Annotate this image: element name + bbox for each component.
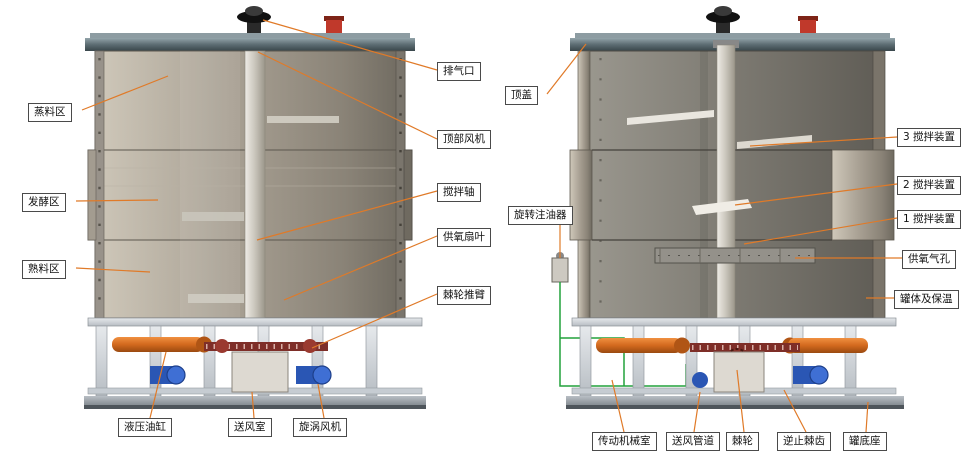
top-lip — [90, 33, 410, 39]
label-transmission-room: 传动机械室 — [592, 432, 657, 451]
mid-band-left — [569, 149, 593, 241]
leader-hydraulic-cylinder — [149, 351, 167, 419]
leader-steam-zone — [81, 75, 169, 111]
leader-agitator-2 — [734, 183, 898, 206]
label-top-fan: 顶部风机 — [437, 130, 491, 149]
leader-air-supply-chamber — [251, 391, 255, 419]
label-agitator-shaft: 搅拌轴 — [437, 183, 481, 202]
label-top-cover: 顶盖 — [505, 86, 538, 105]
label-ratchet-push-arm: 棘轮推臂 — [437, 286, 491, 305]
top-lip-right — [575, 33, 890, 39]
ratchet-drive-shaft — [204, 339, 328, 353]
label-exhaust-port: 排气口 — [437, 62, 481, 81]
leader-non-return-pawl — [783, 389, 807, 433]
leader-top-cover — [546, 43, 587, 95]
vortex-fan-right — [296, 365, 332, 385]
label-vortex-fan: 旋涡风机 — [293, 418, 347, 437]
mid-band-right — [831, 149, 895, 241]
air-chamber-part — [231, 351, 289, 393]
label-fermentation-zone: 发酵区 — [22, 193, 66, 212]
top-rim — [85, 38, 415, 51]
label-tank-base: 罐底座 — [843, 432, 887, 451]
left-tank — [84, 6, 426, 409]
hydraulic-cylinder-right-a — [596, 337, 690, 354]
label-air-supply-chamber: 送风室 — [228, 418, 272, 437]
right-tank — [551, 6, 904, 409]
internal-blades — [182, 116, 339, 303]
agitator-shaft-right — [713, 40, 739, 319]
leader-transmission-room — [611, 379, 625, 433]
label-cooked-zone: 熟料区 — [22, 260, 66, 279]
vortex-fan-left — [150, 365, 186, 385]
leader-fermentation-zone — [75, 199, 159, 202]
leader-agitator-1 — [743, 217, 898, 245]
leader-top-fan — [257, 51, 438, 140]
label-tank-insulation: 罐体及保温 — [894, 290, 959, 309]
blue-pump-left — [692, 372, 708, 388]
leader-ratchet-push-arm — [311, 293, 438, 349]
leader-exhaust-port — [262, 19, 438, 71]
label-non-return-pawl: 逆止棘齿 — [777, 432, 831, 451]
label-agitator-3: 3 搅拌装置 — [897, 128, 962, 147]
label-agitator-1: 1 搅拌装置 — [897, 210, 962, 229]
leader-agitator-3 — [749, 136, 898, 147]
agitator-blade-3 — [627, 110, 714, 125]
leader-oxygen-fan-blade — [283, 235, 438, 301]
agitator-shaft-part — [244, 50, 266, 319]
oxygen-tray — [654, 247, 816, 264]
label-rotary-oiler: 旋转注油器 — [508, 206, 573, 225]
leader-lines — [75, 19, 902, 433]
label-oxygen-holes: 供氧气孔 — [902, 250, 956, 269]
leader-agitator-shaft — [256, 190, 438, 241]
label-air-duct: 送风管道 — [666, 432, 720, 451]
blue-fan-right — [793, 365, 829, 385]
leader-cooked-zone — [75, 267, 151, 273]
label-agitator-2: 2 搅拌装置 — [897, 176, 962, 195]
label-oxygen-fan-blade: 供氧扇叶 — [437, 228, 491, 247]
leader-air-duct — [693, 391, 701, 433]
label-ratchet: 棘轮 — [726, 432, 759, 451]
leader-tank-base — [865, 401, 869, 433]
tank-base-left — [84, 396, 426, 409]
label-hydraulic-cylinder: 液压油缸 — [118, 418, 172, 437]
leader-vortex-fan — [317, 383, 325, 419]
hydraulic-cylinder-part — [112, 336, 212, 353]
leader-ratchet — [736, 369, 745, 433]
tank-base-right — [566, 396, 904, 409]
label-steam-zone: 蒸料区 — [28, 103, 72, 122]
agitator-blade-2 — [692, 199, 752, 215]
